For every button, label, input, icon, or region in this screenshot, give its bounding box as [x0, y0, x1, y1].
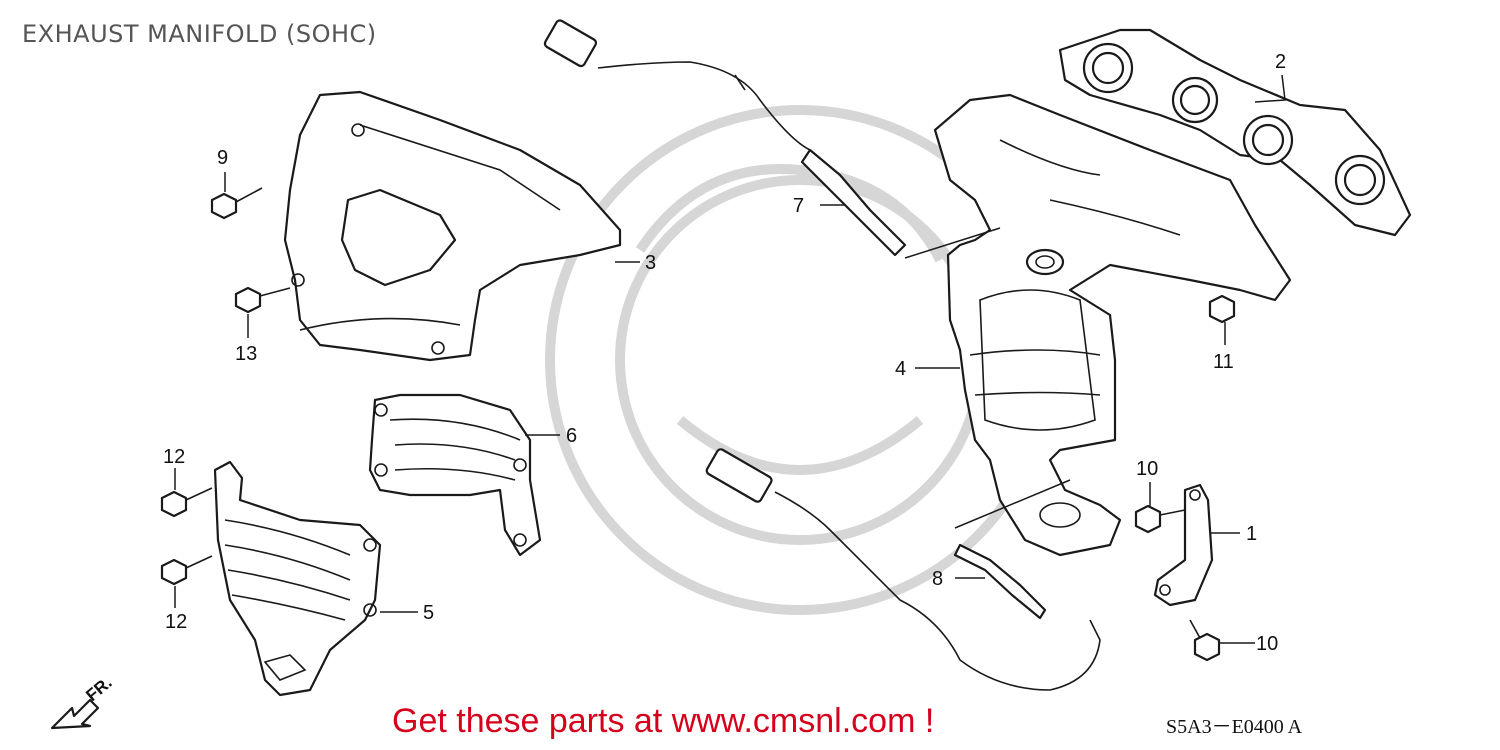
callout-7: 7	[793, 195, 804, 217]
sensor-upper-part[interactable]	[543, 19, 907, 257]
callout-10-bottom: 10	[1256, 633, 1278, 655]
leader-lines	[174, 74, 1286, 644]
page-title: EXHAUST MANIFOLD (SOHC)	[22, 20, 377, 48]
callout-3: 3	[645, 252, 656, 274]
bolt-13[interactable]	[234, 286, 291, 314]
callout-1: 1	[1246, 523, 1257, 545]
nut-11[interactable]	[1208, 294, 1236, 324]
callout-13: 13	[235, 343, 257, 365]
callout-12-top: 12	[163, 446, 185, 468]
bolt-10-bottom[interactable]	[1189, 619, 1221, 662]
callout-5: 5	[423, 602, 434, 624]
bolt-12-bottom[interactable]	[160, 555, 213, 586]
manifold-converter-part[interactable]	[933, 93, 1292, 557]
front-direction-arrow: FR.	[50, 673, 116, 730]
heat-shield-upper-part[interactable]	[283, 90, 622, 362]
clamp-shield-part[interactable]	[368, 393, 542, 557]
sensor-lower-part[interactable]	[705, 448, 1101, 691]
callout-2: 2	[1275, 51, 1286, 73]
front-direction-label: FR.	[82, 673, 115, 705]
bolt-10-top[interactable]	[1134, 504, 1186, 534]
callout-8: 8	[932, 568, 943, 590]
callouts: 2 3 7 4 11 9 13 6 12 12 5 8 1 10 10	[163, 51, 1286, 655]
bolt-12-top[interactable]	[160, 487, 213, 518]
heat-shield-lower-part[interactable]	[213, 460, 382, 697]
promo-link-text[interactable]: Get these parts at www.cmsnl.com !	[392, 702, 935, 740]
diagram-code: S5A3－E0400 A	[1166, 716, 1303, 738]
callout-11: 11	[1213, 351, 1234, 373]
callout-4: 4	[895, 358, 906, 380]
callout-12-bottom: 12	[165, 611, 187, 633]
bracket-part[interactable]	[1153, 483, 1214, 607]
bolt-9[interactable]	[210, 187, 263, 220]
callout-10-top: 10	[1136, 458, 1158, 480]
callout-6: 6	[566, 425, 577, 447]
callout-9: 9	[217, 147, 228, 169]
gasket-part[interactable]	[1058, 28, 1412, 237]
